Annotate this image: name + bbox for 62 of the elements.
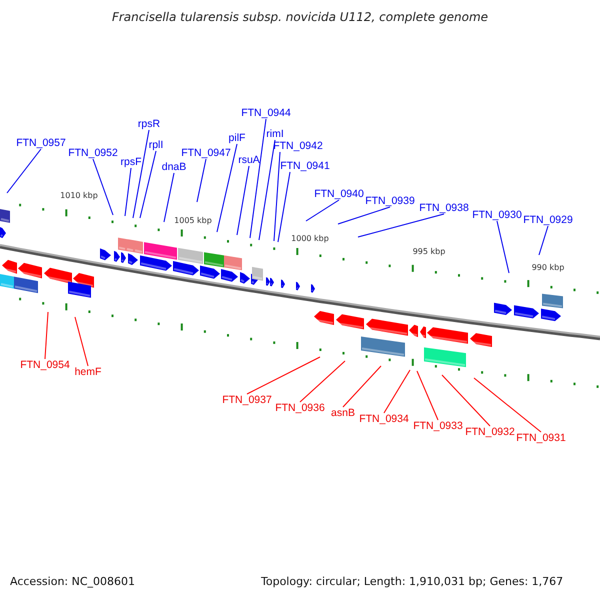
gene-label: pilF [228, 132, 246, 144]
leader-line [216, 144, 238, 232]
leader-line [44, 312, 48, 360]
leader-line [442, 374, 490, 426]
scale-label: 990 kbp [532, 263, 564, 273]
scale-label: 1005 kbp [174, 216, 212, 226]
gene-label: FTN_0932 [465, 426, 515, 438]
leader-line [92, 158, 114, 216]
gene-label: FTN_0940 [314, 188, 364, 200]
gene-label: rplI [148, 139, 164, 151]
title: Francisella tularensis subsp. novicida U112, complete genome [110, 10, 490, 24]
gene-label: asnB [331, 407, 355, 419]
leader-line [416, 370, 438, 420]
leader-line [132, 130, 150, 218]
leader-line [250, 118, 266, 238]
gene-label: FTN_0937 [222, 394, 272, 406]
leader-line [538, 226, 548, 256]
gene-label: FTN_0933 [413, 420, 463, 432]
gene-label: rpsR [138, 118, 160, 130]
gene-label: dnaB [162, 161, 186, 173]
leader-line [338, 206, 390, 224]
gene-label: rimI [266, 128, 284, 140]
leader-line [496, 220, 510, 274]
gene-label: FTN_0944 [241, 107, 291, 119]
gene-label: FTN_0952 [68, 147, 118, 159]
scale-label: 995 kbp [412, 247, 446, 257]
leader-line [384, 370, 410, 414]
gene-label: FTN_0939 [365, 195, 415, 207]
leader-line [300, 360, 346, 402]
leader-line [358, 214, 444, 238]
genome-stats-text: Topology: circular; Length: 1,910,031 bp; Genes: 1,767 [261, 575, 564, 588]
leader-line [196, 158, 206, 202]
scale-label: 1010 kbp [60, 191, 98, 201]
leader-line [342, 366, 382, 408]
gene-label: FTN_0934 [359, 413, 409, 425]
gene-label: FTN_0942 [273, 140, 323, 152]
leader-line [306, 200, 340, 222]
leader-line [474, 378, 542, 432]
leader-line [124, 168, 132, 216]
leader-line [164, 172, 174, 222]
leader-line [140, 150, 156, 218]
gene-label: FTN_0954 [20, 359, 70, 371]
leader-line [278, 172, 290, 242]
leader-line [274, 152, 280, 242]
leader-line [258, 140, 276, 240]
gene-label: FTN_0929 [523, 214, 573, 226]
gene-label: FTN_0947 [181, 147, 231, 159]
accession-text: Accession: NC_008601 [10, 575, 136, 588]
scale-label: 1000 kbp [291, 234, 329, 244]
gene-label: FTN_0931 [516, 432, 566, 444]
gene-label: FTN_0936 [275, 402, 325, 414]
leader-line [246, 356, 320, 394]
gene-label: rsuA [238, 154, 260, 166]
gene-label: FTN_0930 [472, 209, 522, 221]
gene-label: FTN_0938 [419, 202, 469, 214]
gene-label: hemF [74, 366, 102, 378]
gene-label: FTN_0941 [280, 160, 330, 172]
gene-label: rpsF [120, 156, 142, 168]
leader-line [74, 316, 88, 366]
leader-line [236, 166, 250, 236]
gene-label: FTN_0957 [16, 137, 66, 149]
leader-line [6, 148, 42, 194]
